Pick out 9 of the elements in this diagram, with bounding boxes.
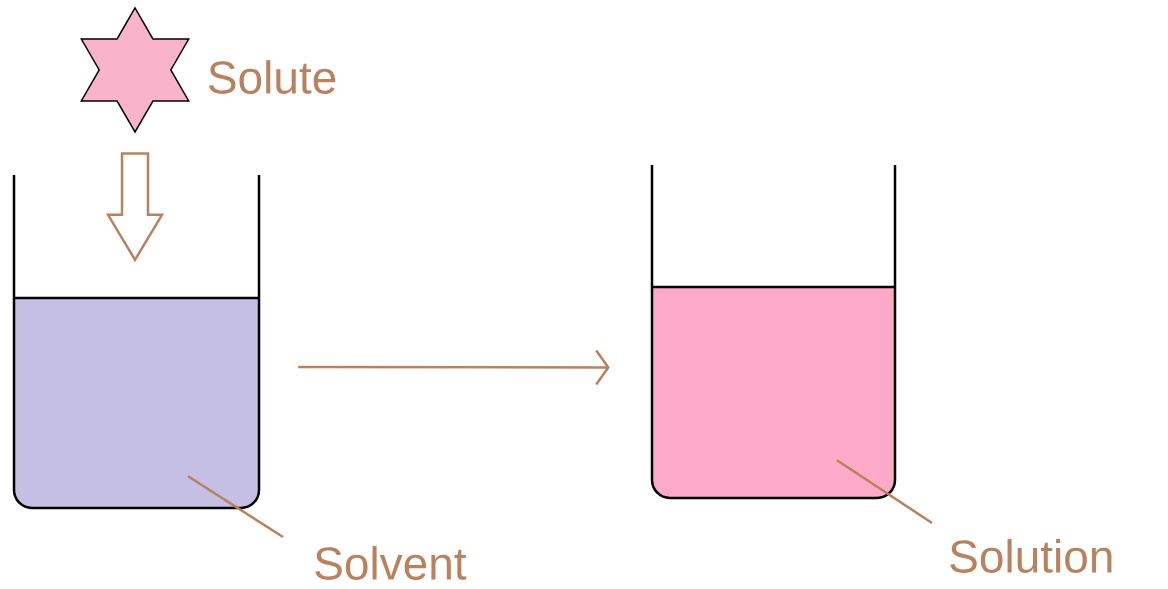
- arrow: [298, 349, 610, 386]
- label-text: Solute: [208, 60, 336, 94]
- leader-line: [187, 475, 284, 539]
- liquid: [652, 287, 895, 498]
- block-arrow: [105, 152, 165, 263]
- label-text: Solution: [950, 539, 1112, 573]
- liquid: [14, 298, 259, 508]
- leader-line: [836, 459, 933, 525]
- label-text: Solvent: [315, 546, 467, 580]
